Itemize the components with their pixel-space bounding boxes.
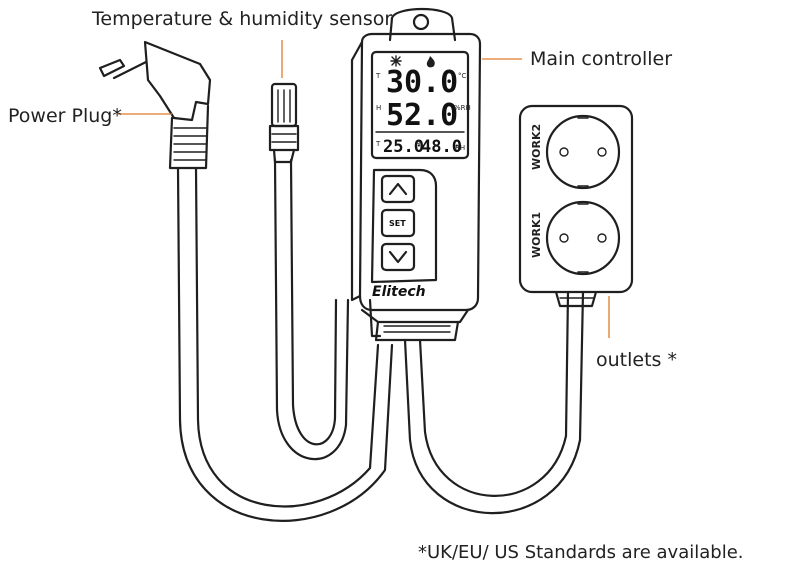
temp-unit: °C: [458, 72, 467, 80]
callout-leaders: [118, 40, 610, 338]
label-power-plug: Power Plug*: [8, 105, 122, 127]
outlet-label-work1: WORK1: [530, 212, 543, 258]
down-button[interactable]: [380, 242, 416, 272]
hum-value: 52.0: [386, 98, 458, 133]
set-button[interactable]: SET: [380, 208, 416, 238]
label-sensor: Temperature & humidity sensor: [91, 8, 392, 30]
temp-value: 30.0: [386, 65, 458, 100]
brand-logo: Elitech: [372, 284, 426, 300]
power-plug: [98, 40, 212, 170]
up-button[interactable]: [380, 174, 416, 204]
snowflake-icon: [390, 55, 402, 67]
temp-prefix: T: [375, 72, 381, 80]
temperature-humidity-sensor: [268, 82, 300, 164]
sub-left-value: 25.0: [383, 137, 424, 157]
footnote-standards: *UK/EU/ US Standards are available.: [418, 542, 744, 563]
down-arrow-icon: [388, 250, 408, 264]
sub-right-value: 48.0: [421, 137, 462, 157]
main-controller: T 30.0 °C H 52.0 %RH T 25.0 H 48.0 RH SE…: [350, 8, 482, 342]
set-button-label: SET: [389, 219, 406, 228]
sub-right-unit: RH: [455, 144, 465, 152]
outlet-box: WORK2 WORK1: [518, 104, 634, 308]
flame-icon: [426, 56, 435, 68]
lcd-screen: [370, 50, 470, 160]
hanging-hole: [412, 13, 430, 31]
cables: [176, 158, 585, 522]
sub-left-label: T: [375, 140, 381, 148]
socket-work2: [545, 114, 621, 190]
sub-right-label: H: [415, 140, 420, 148]
outlet-label-work2: WORK2: [530, 124, 543, 170]
label-controller: Main controller: [530, 48, 672, 70]
hum-unit: %RH: [454, 104, 471, 112]
socket-work1: [545, 200, 621, 276]
label-outlets: outlets *: [596, 349, 677, 371]
up-arrow-icon: [388, 182, 408, 196]
hum-prefix: H: [376, 104, 381, 112]
